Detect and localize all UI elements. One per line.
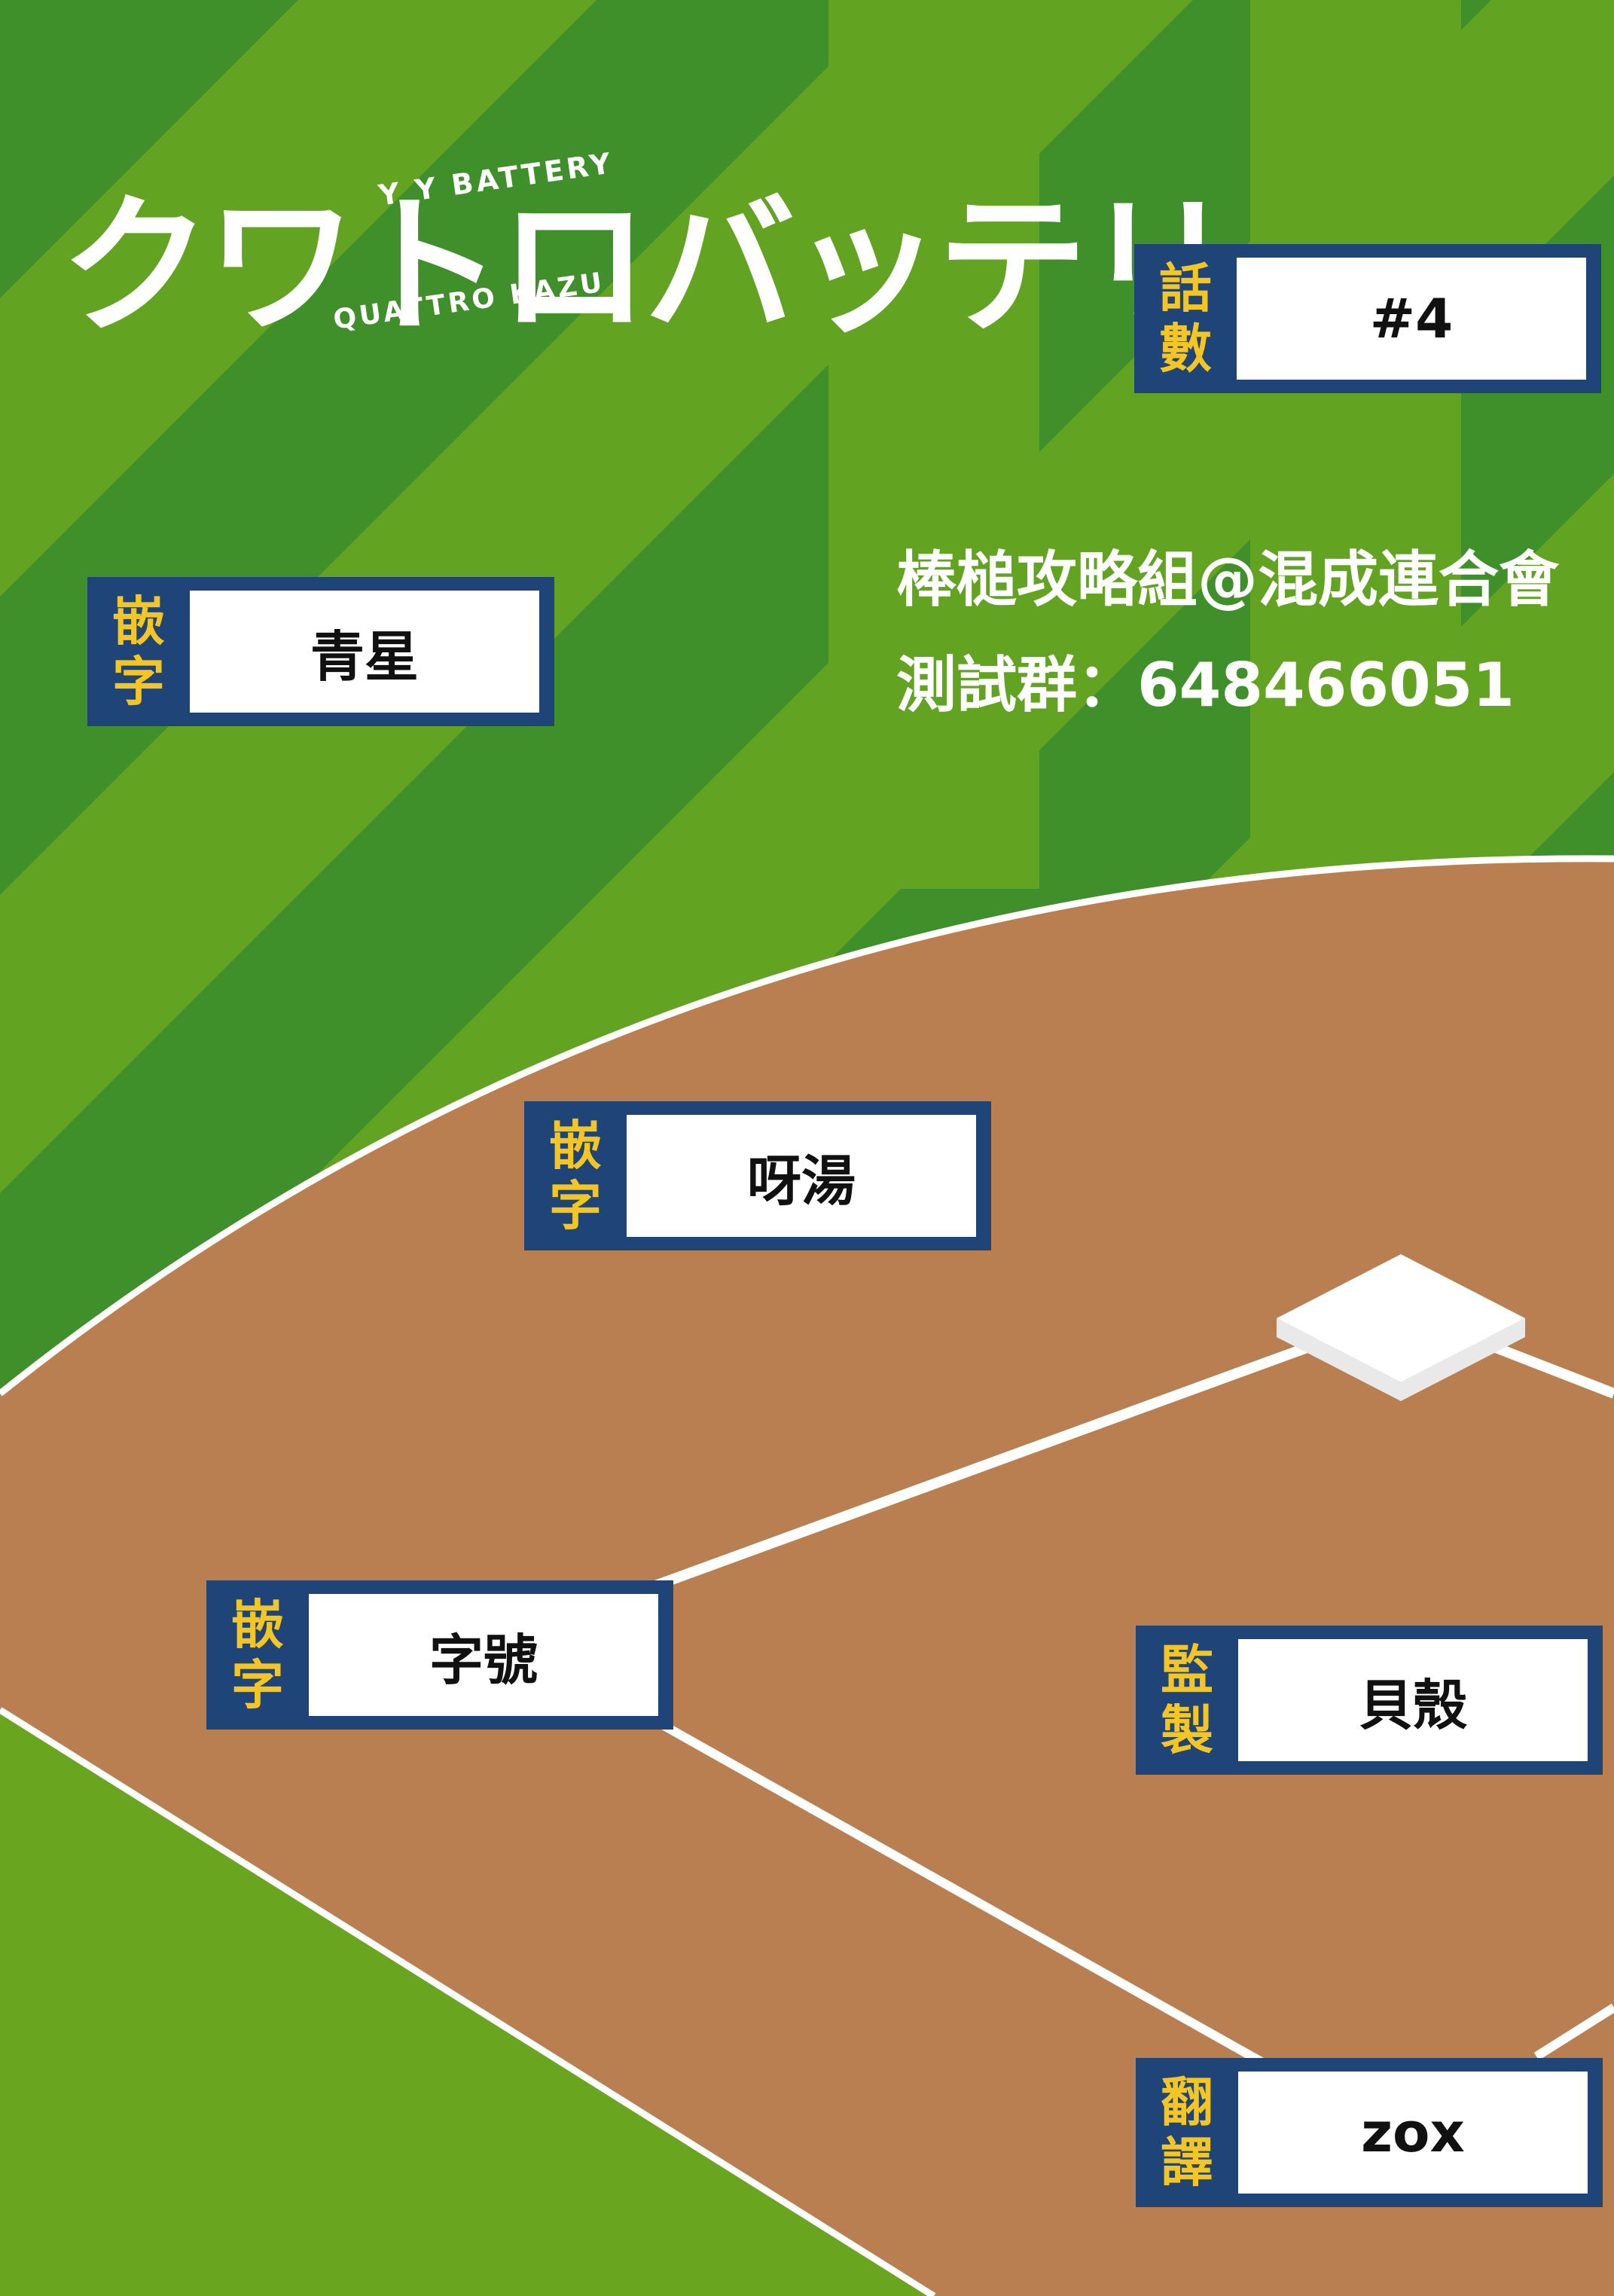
credit-chapter: 話數 #4 <box>1134 244 1601 393</box>
credit-name-box: 貝殼 <box>1238 1639 1588 1761</box>
credit-name-box: 字號 <box>309 1594 658 1716</box>
credit-name-box: #4 <box>1237 258 1586 380</box>
credit-name: 字號 <box>429 1628 538 1692</box>
credit-typesetter-1: 嵌字 青星 <box>87 577 554 726</box>
credit-name: zox <box>1361 2101 1465 2164</box>
credit-translator: 翻譯 zox <box>1136 2058 1603 2207</box>
credit-role: 話數 <box>1159 258 1212 380</box>
credit-name: 貝殼 <box>1358 1673 1467 1737</box>
group-name: 棒槌攻略組@混成連合會 <box>896 545 1559 615</box>
credit-name-box: 青星 <box>190 591 539 713</box>
credit-name: 青星 <box>310 624 419 688</box>
credit-role: 嵌字 <box>231 1594 284 1716</box>
credit-role: 嵌字 <box>112 591 165 713</box>
credit-role: 翻譯 <box>1161 2072 1213 2194</box>
credit-supervisor: 監製 貝殼 <box>1136 1626 1603 1775</box>
credit-role: 嵌字 <box>549 1115 602 1237</box>
credit-name: 呀湯 <box>746 1149 856 1213</box>
credit-role: 監製 <box>1161 1639 1213 1761</box>
credit-typesetter-3: 嵌字 字號 <box>206 1580 673 1730</box>
series-logo: クワトロバッテリー Y Y BATTERY QUATTRO KAZU <box>60 146 1380 362</box>
credit-name-box: zox <box>1238 2072 1588 2194</box>
group-info: 棒槌攻略組@混成連合會 測試群：648466051 <box>896 527 1559 738</box>
group-test-number: 測試群：648466051 <box>896 650 1515 720</box>
credit-name: #4 <box>1369 287 1454 350</box>
credit-name-box: 呀湯 <box>627 1115 976 1237</box>
base-icon <box>1277 1254 1525 1401</box>
credit-typesetter-2: 嵌字 呀湯 <box>524 1101 991 1250</box>
